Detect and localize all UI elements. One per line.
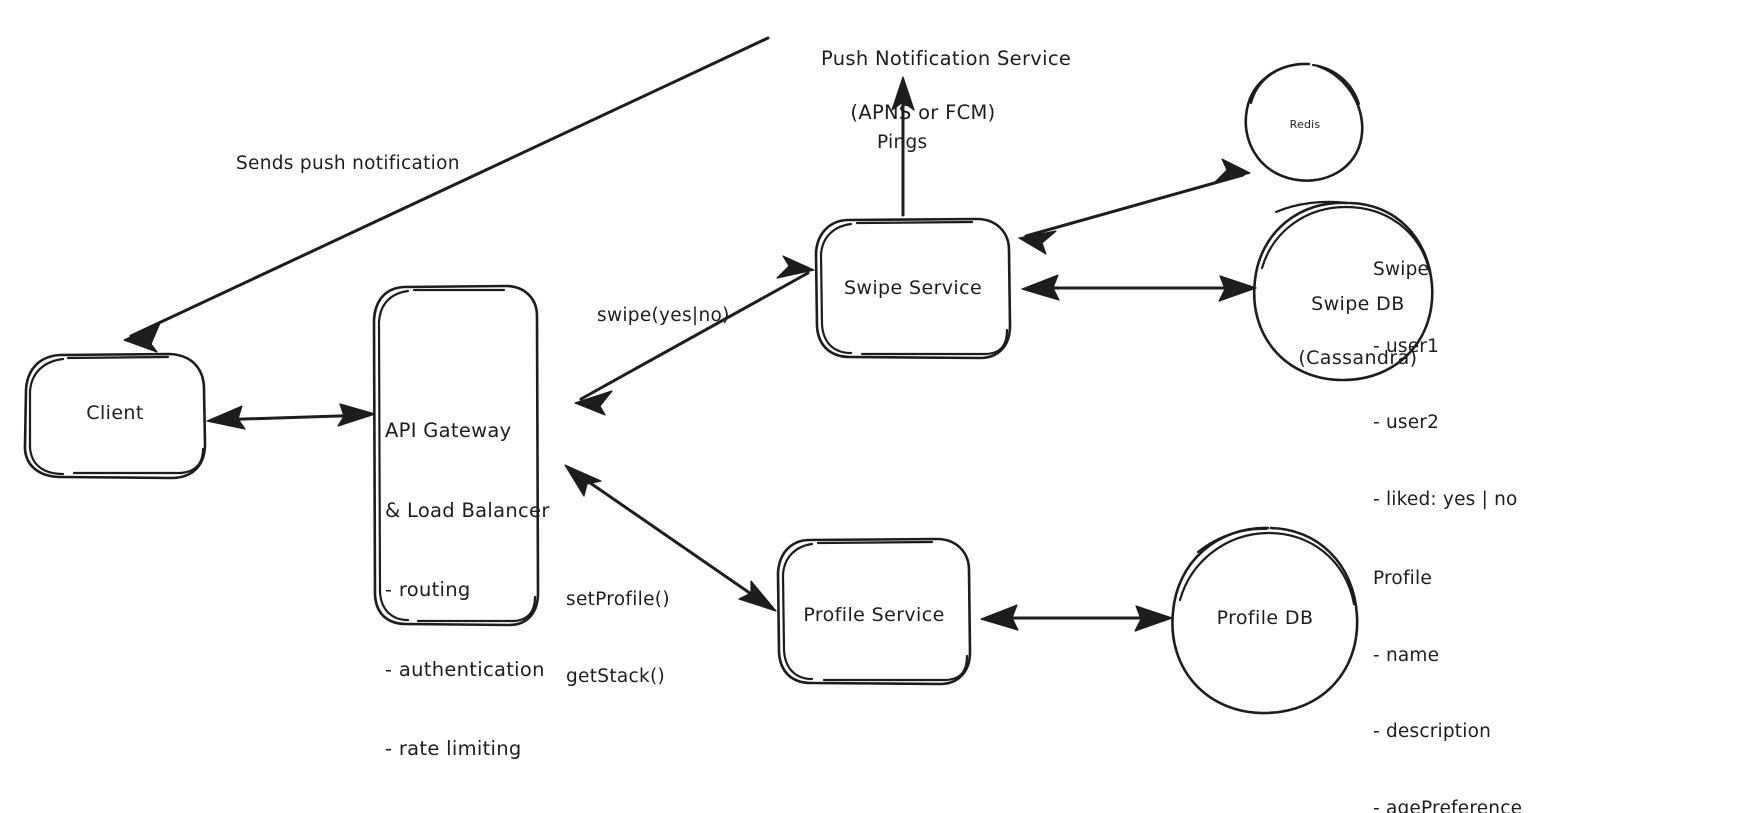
redis-label: Redis — [1289, 118, 1321, 131]
push-notification-service-line2: (APNS or FCM) — [850, 101, 996, 124]
api-gateway-title-line1: API Gateway — [385, 419, 512, 442]
swipe-db-line2: (Cassandra) — [1298, 347, 1418, 369]
profile-service-box-shape[interactable] — [776, 537, 972, 686]
swipe-service-box-shape[interactable] — [814, 217, 1012, 360]
arrow-swipe-to-swipedb[interactable] — [1021, 274, 1257, 302]
swipe-db-circle-shape[interactable] — [1252, 200, 1434, 382]
api-gateway-bullet-rate-limiting: - rate limiting — [385, 737, 522, 760]
swipe-schema-field-user1: - user1 — [1373, 335, 1440, 357]
client-label: Client — [86, 402, 144, 424]
profile-service-label: Profile Service — [803, 604, 945, 626]
edge-label-set-get-profile: setProfile() getStack() — [566, 536, 670, 740]
profile-schema-field-name: - name — [1373, 644, 1440, 666]
arrow-gateway-to-profile[interactable] — [564, 464, 777, 612]
swipe-schema-field-user2: - user2 — [1373, 412, 1440, 433]
edge-label-get-stack: getStack() — [566, 665, 666, 687]
swipe-db-label: Swipe DB (Cassandra) — [1257, 264, 1433, 399]
push-notification-service-line1: Push Notification Service — [821, 47, 1072, 70]
api-gateway-bullet-authentication: - authentication — [385, 657, 545, 681]
profile-schema-annotation: Profile - name - description - agePrefer… — [1373, 515, 1554, 813]
arrow-profile-to-profiledb[interactable] — [980, 604, 1173, 632]
api-gateway-bullet-routing: - routing — [385, 578, 471, 601]
profile-schema-field-description: - description — [1373, 721, 1492, 742]
arrow-client-to-gateway[interactable] — [206, 403, 376, 430]
api-gateway-text: API Gateway & Load Balancer - routing - … — [385, 365, 550, 813]
arrow-swipe-to-redis[interactable] — [1018, 158, 1251, 255]
profile-schema-field-agepreference: - agePreference — [1373, 797, 1523, 813]
arrow-swipe-to-push[interactable] — [891, 76, 915, 217]
edge-label-pings: Pings — [877, 132, 928, 153]
swipe-schema-title: Swipe — [1373, 259, 1430, 280]
arrow-gateway-to-swipe[interactable] — [574, 255, 815, 416]
profile-schema-title: Profile — [1373, 568, 1432, 589]
profile-db-label: Profile DB — [1216, 607, 1314, 629]
swipe-schema-annotation: Swipe - user1 - user2 - liked: yes | no — [1373, 206, 1518, 563]
client-box-shape[interactable] — [23, 352, 207, 480]
api-gateway-title-line2: & Load Balancer — [385, 498, 550, 522]
edge-label-swipe-yes-no: swipe(yes|no) — [597, 305, 730, 326]
edge-label-sends-push-notification: Sends push notification — [236, 153, 460, 174]
swipe-schema-field-liked: - liked: yes | no — [1373, 488, 1518, 510]
edge-label-set-profile: setProfile() — [566, 589, 670, 610]
redis-circle-shape[interactable] — [1244, 62, 1364, 182]
profile-db-circle-shape[interactable] — [1171, 526, 1359, 715]
api-gateway-box-shape[interactable] — [372, 284, 540, 627]
arrow-push-to-client[interactable] — [123, 36, 770, 353]
swipe-service-label: Swipe Service — [843, 277, 983, 299]
swipe-db-line1: Swipe DB — [1311, 293, 1405, 315]
push-notification-service-label: Push Notification Service (APNS or FCM) — [795, 18, 1071, 153]
